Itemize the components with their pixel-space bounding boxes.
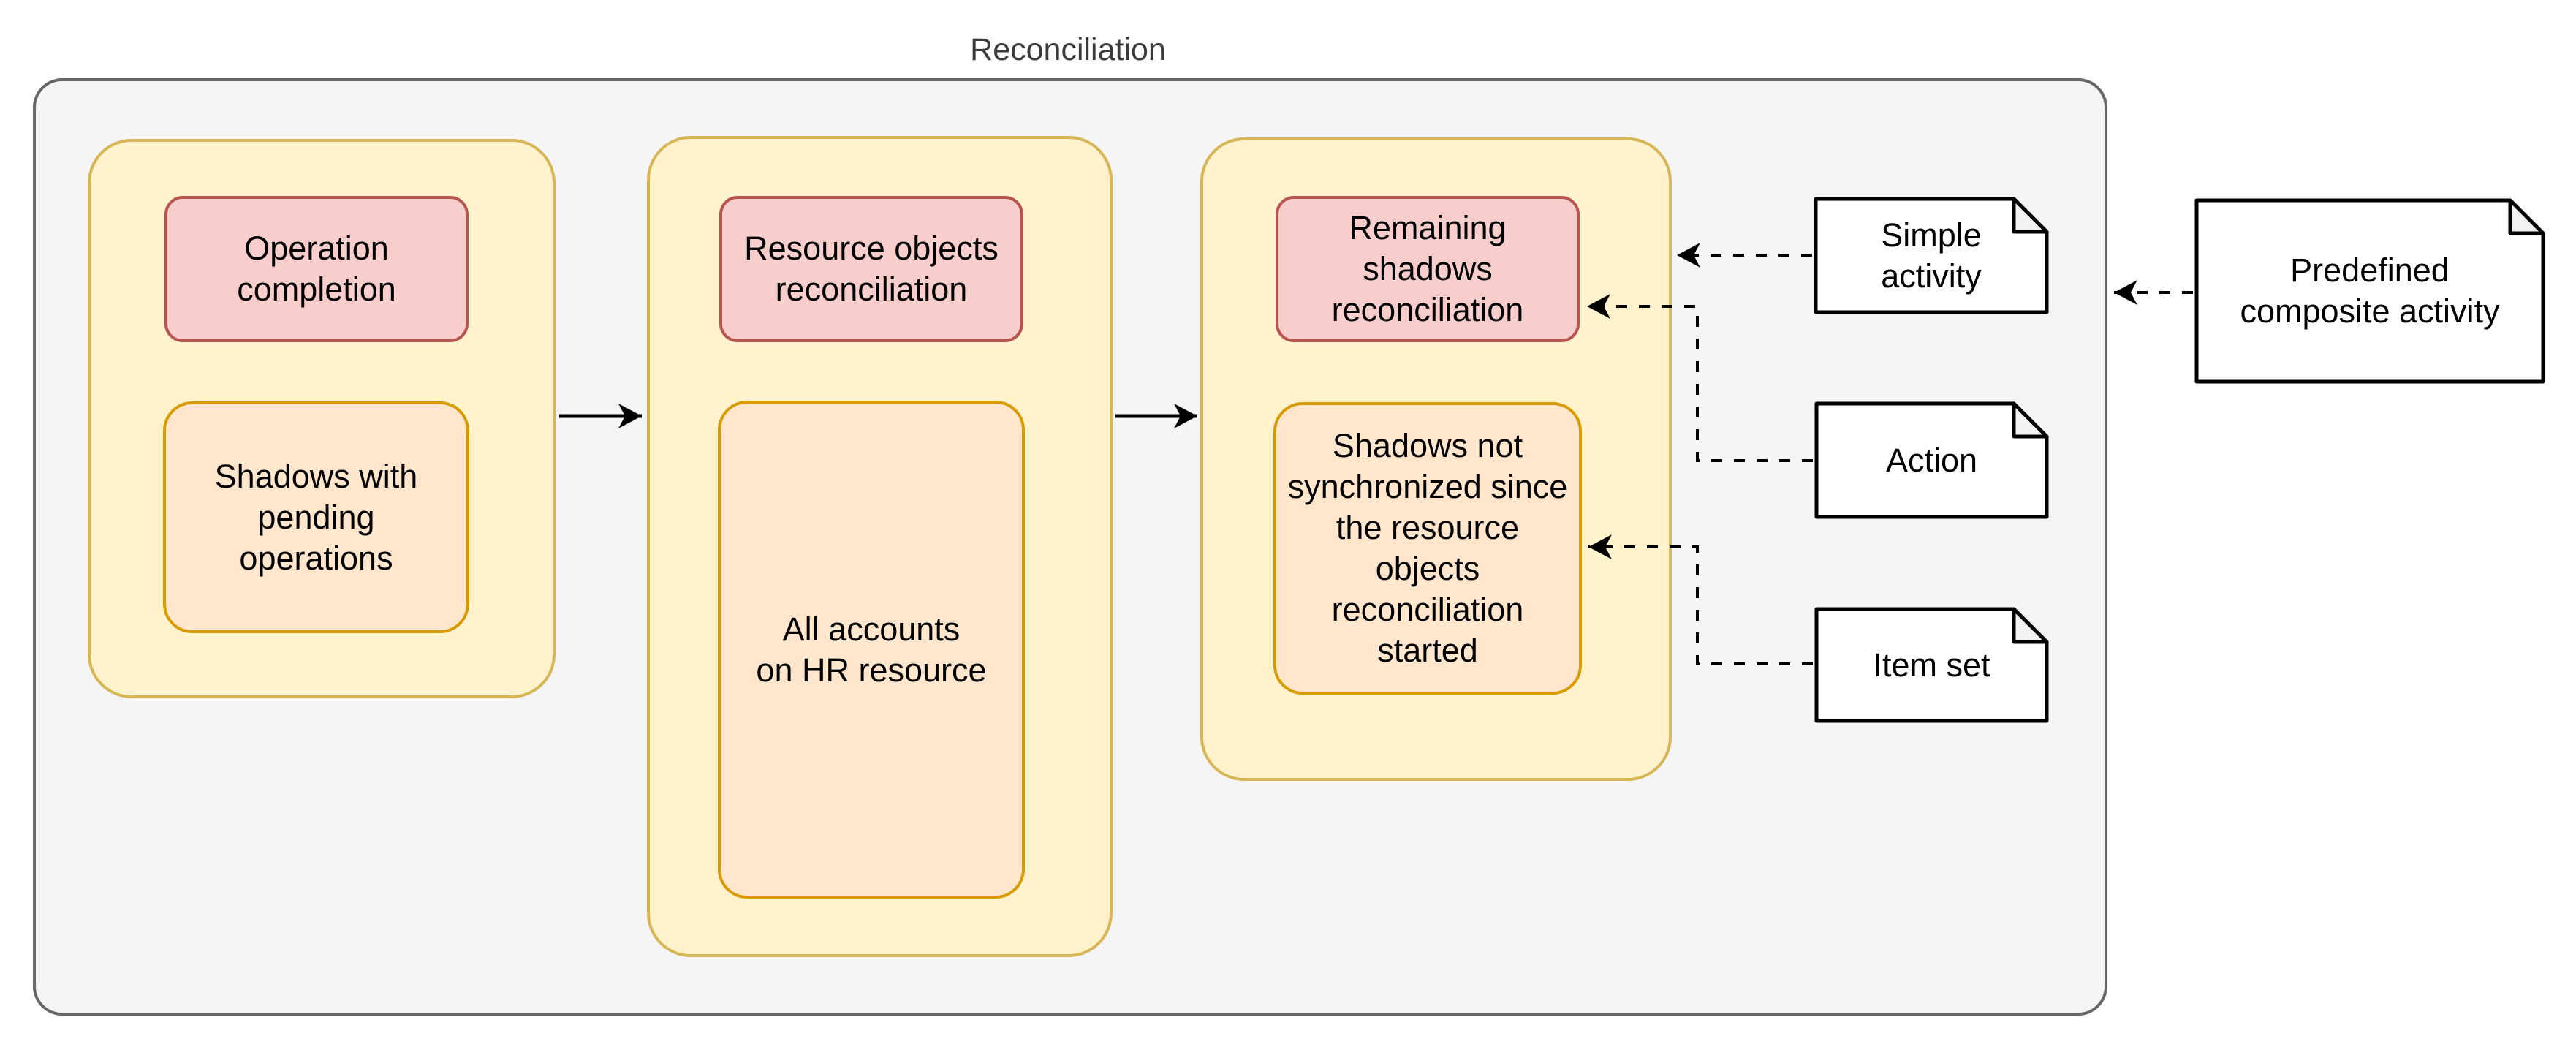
diagram-title: Reconciliation [970, 32, 1166, 67]
activity-label: Remaining shadows reconciliation [1331, 209, 1524, 328]
itemset-label: Shadows with pending operations [214, 457, 418, 577]
activity-box-remaining-shadows-reconciliation: Remaining shadows reconciliation [1276, 196, 1580, 342]
itemset-box-all-accounts-hr: All accounts on HR resource [718, 401, 1025, 899]
activity-box-operation-completion: Operation completion [164, 196, 469, 342]
note-label: Item set [1873, 646, 1990, 684]
activity-label: Resource objects reconciliation [744, 230, 999, 308]
note-item-set: Item set [1814, 607, 2049, 723]
activity-label: Operation completion [237, 230, 396, 308]
itemset-label: Shadows not synchronized since the resou… [1287, 427, 1568, 669]
itemset-label: All accounts on HR resource [756, 610, 987, 689]
itemset-box-shadows-pending: Shadows with pending operations [163, 401, 469, 633]
note-label: Simple activity [1881, 216, 1982, 295]
note-action: Action [1814, 401, 2049, 519]
note-predefined-composite-activity: Predefined composite activity [2194, 198, 2545, 384]
note-shape-icon [1814, 607, 2049, 723]
note-shape-icon [2194, 198, 2545, 384]
itemset-box-shadows-not-synchronized: Shadows not synchronized since the resou… [1273, 402, 1582, 695]
note-label: Predefined composite activity [2240, 252, 2500, 330]
note-simple-activity: Simple activity [1814, 197, 2049, 314]
note-shape-icon [1814, 401, 2049, 519]
note-label: Action [1885, 441, 1978, 479]
note-shape-icon [1814, 197, 2049, 314]
activity-box-resource-objects-reconciliation: Resource objects reconciliation [719, 196, 1023, 342]
